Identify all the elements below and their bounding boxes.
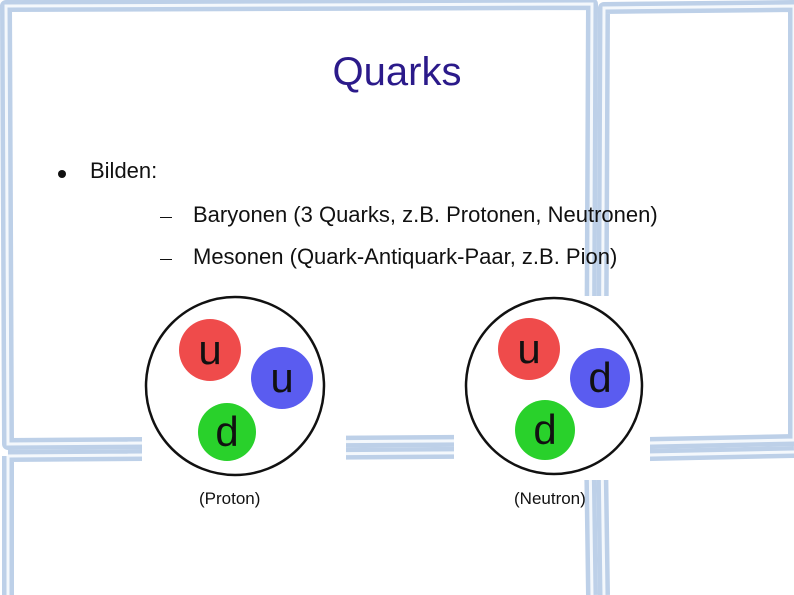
neutron-diagram: u d d — [464, 296, 644, 476]
quark-label: d — [588, 354, 611, 401]
quark-label: d — [533, 406, 556, 453]
quark-green — [198, 403, 256, 461]
quark-green — [515, 400, 575, 460]
quark-blue — [570, 348, 630, 408]
quark-red — [498, 318, 560, 380]
proton-caption: (Proton) — [199, 489, 261, 508]
sub-item-text: Baryonen (3 Quarks, z.B. Protonen, Neutr… — [193, 202, 658, 227]
quark-label: u — [517, 325, 540, 372]
quark-blue — [251, 347, 313, 409]
dash-icon — [160, 259, 172, 260]
bullet-text: Bilden: — [90, 158, 158, 183]
bullet-dot-icon — [58, 170, 66, 178]
quark-label: u — [270, 354, 293, 401]
dash-icon — [160, 217, 172, 218]
proton-diagram: u u d — [144, 295, 326, 477]
neutron-caption: (Neutron) — [514, 489, 586, 508]
slide-title: Quarks — [332, 50, 462, 94]
quark-label: d — [215, 408, 238, 455]
sub-item-text: Mesonen (Quark-Antiquark-Paar, z.B. Pion… — [193, 244, 618, 269]
quark-label: u — [198, 326, 221, 373]
quark-red — [179, 319, 241, 381]
